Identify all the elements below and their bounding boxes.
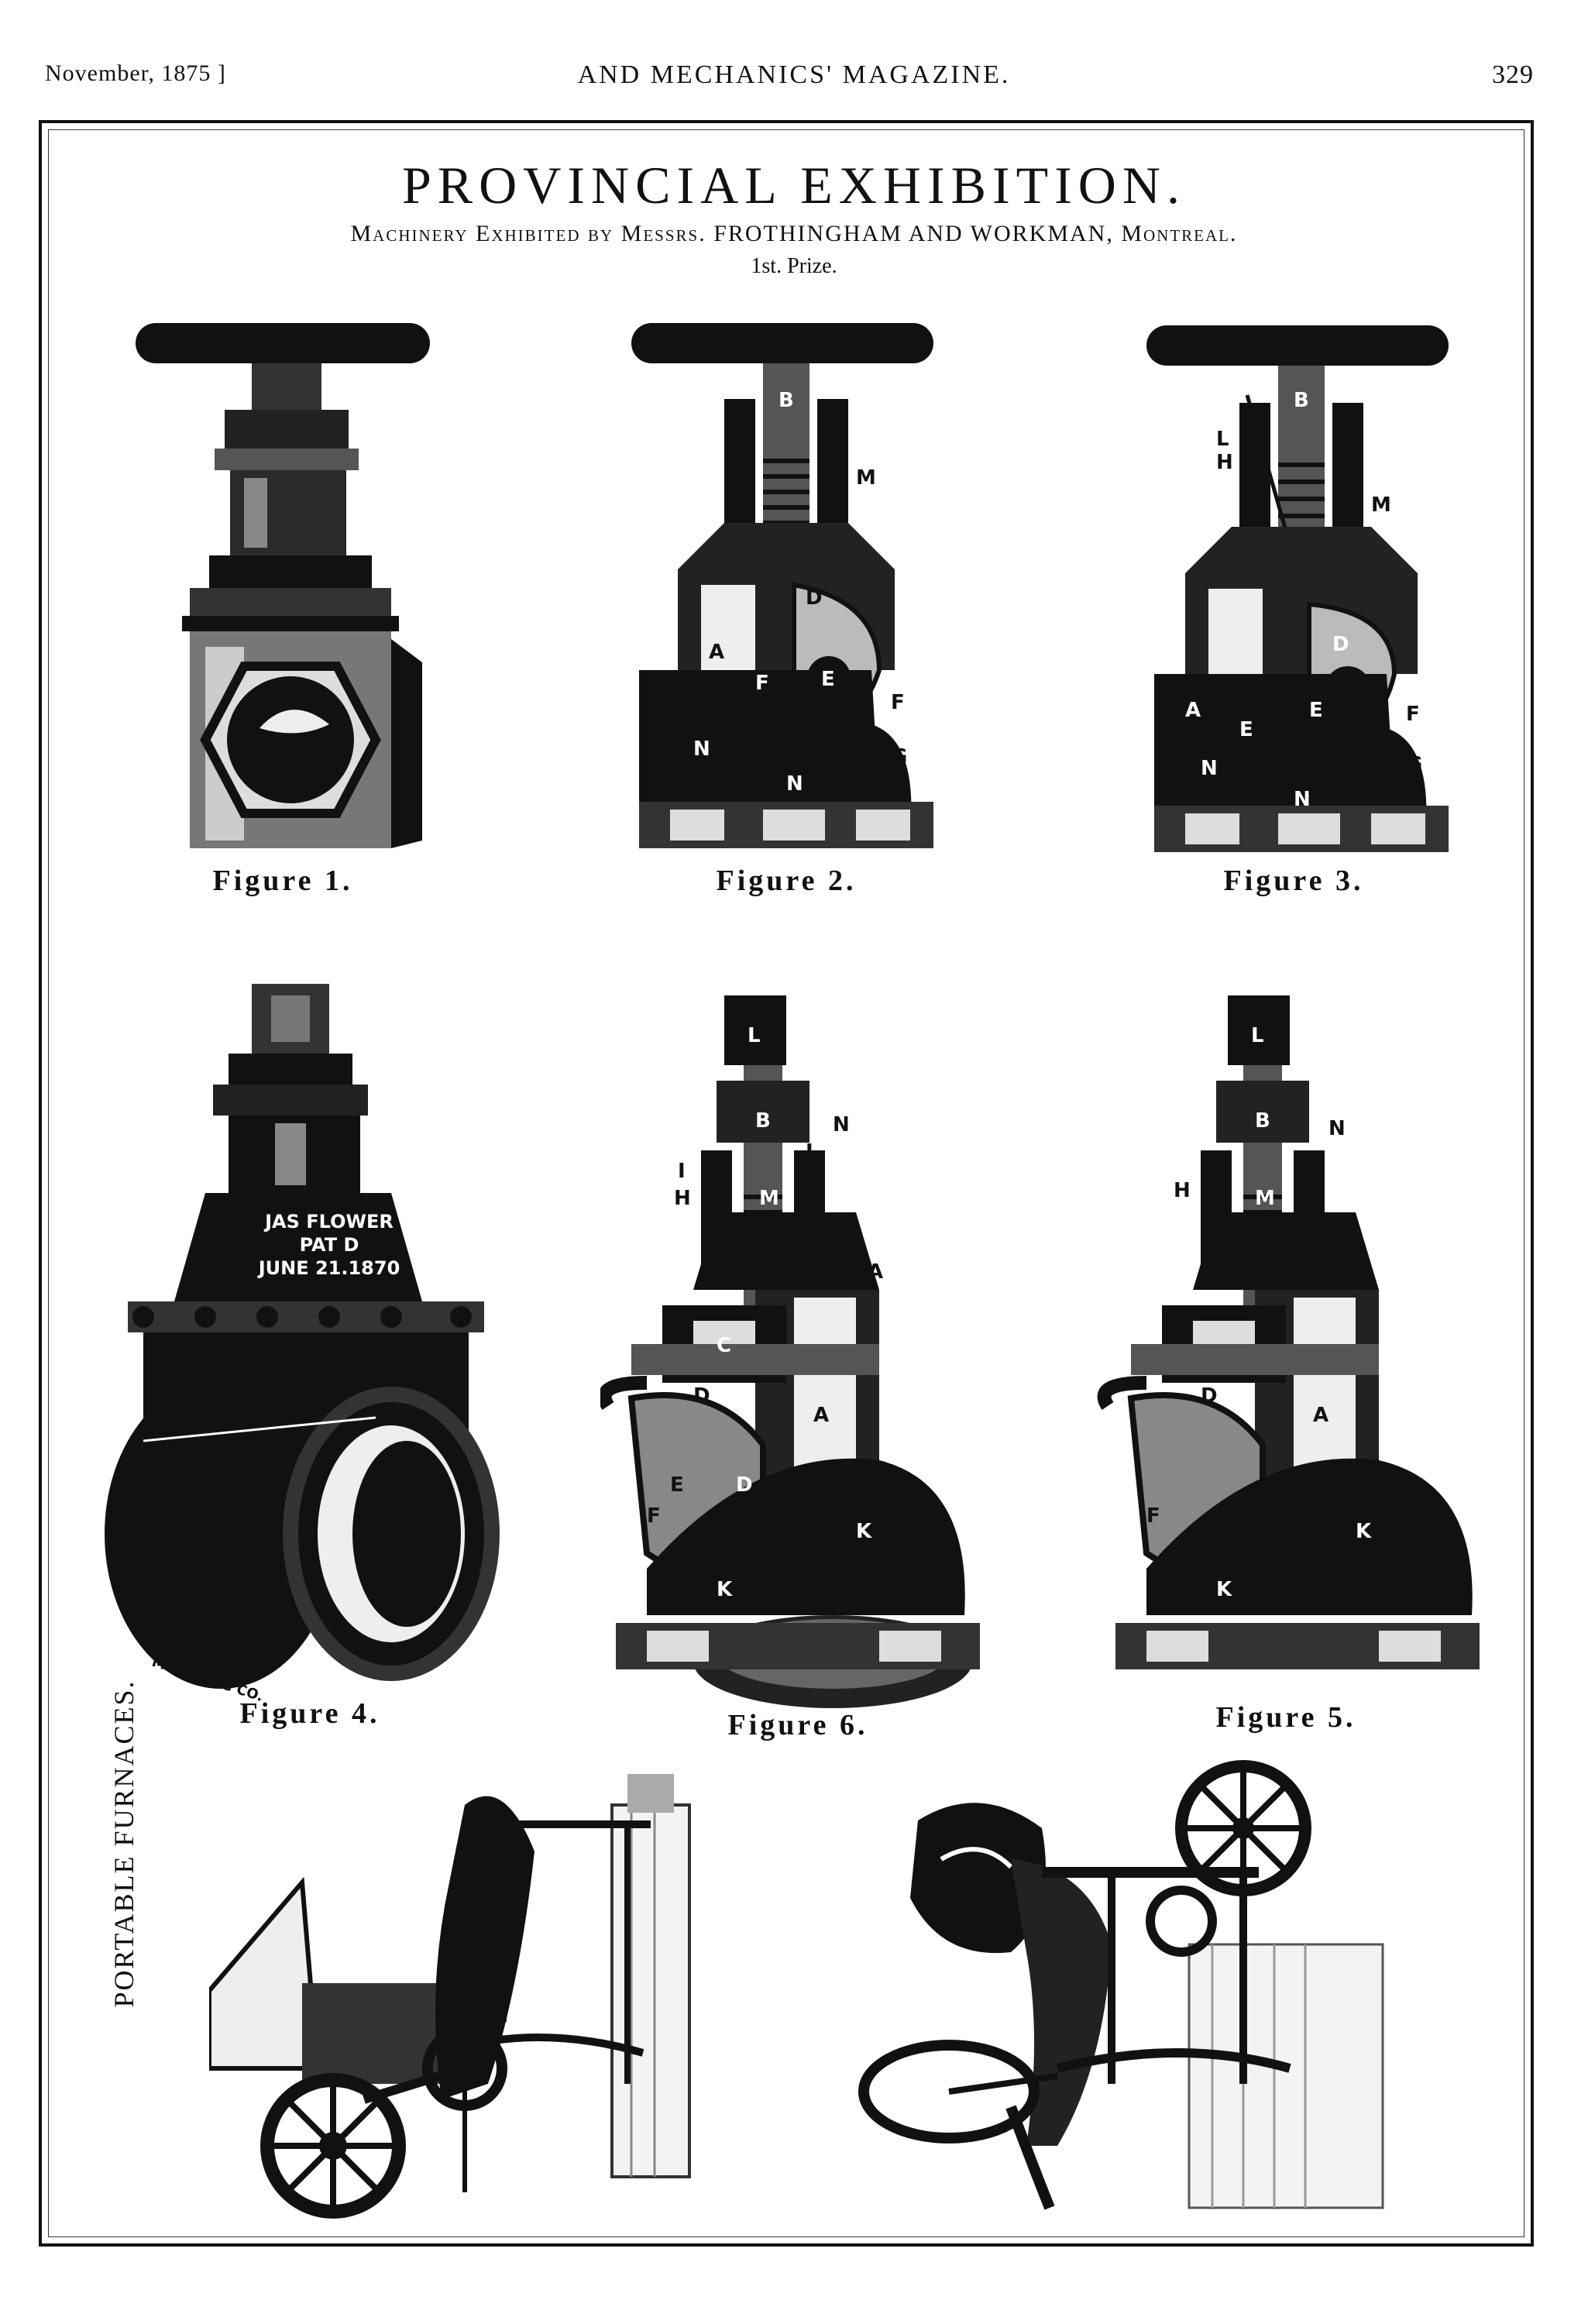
portable-furnaces-label: PORTABLE FURNACES.	[108, 1679, 139, 2008]
plate-title: PROVINCIAL EXHIBITION.	[401, 156, 1187, 215]
fig6-letter-h: H	[674, 1187, 691, 1210]
prize-line: 1st. Prize.	[751, 254, 837, 278]
fig2-letter-f: F	[755, 672, 769, 695]
figure-5-illustration: L N B H M A D A F K K	[1092, 980, 1495, 1693]
fig5-letter-h: H	[1174, 1179, 1191, 1202]
fig2-letter-f2: F	[891, 691, 905, 714]
figure-2-illustration: B I H M D A F E F N G N	[624, 306, 949, 864]
fig6-letter-d: D	[693, 1384, 710, 1408]
fig6-letter-n: N	[833, 1113, 850, 1136]
portable-furnace-right-illustration	[856, 1743, 1414, 2223]
fig6-letter-m: M	[759, 1187, 779, 1210]
fig3-letter-n: N	[1201, 757, 1218, 780]
fig5-letter-a2: A	[1313, 1404, 1328, 1427]
plate-frame-inner	[48, 129, 1524, 2237]
fig5-letter-d: D	[1201, 1384, 1218, 1408]
figure-3-caption: Figure 3.	[1223, 865, 1364, 897]
fig3-letter-d: D	[1332, 633, 1349, 656]
fig3-letter-e: E	[1239, 718, 1253, 741]
fig3-letter-f: F	[1406, 703, 1420, 726]
fig2-letter-b: B	[779, 389, 794, 412]
fig2-letter-i: I	[740, 424, 748, 447]
fig2-letter-n2: N	[786, 772, 803, 796]
figure-5-caption: Figure 5.	[1215, 1701, 1356, 1734]
fig5-letter-a: A	[1356, 1260, 1371, 1284]
fig6-letter-f: F	[647, 1504, 661, 1528]
fig3-letter-m: M	[1371, 493, 1391, 517]
fig6-letter-k2: K	[717, 1578, 733, 1601]
fig3-letter-e2: E	[1309, 699, 1323, 722]
plate-frame	[39, 120, 1534, 2247]
fig2-letter-g: G	[891, 745, 907, 768]
fig6-letter-a2: A	[813, 1404, 829, 1427]
fig3-letter-g: G	[1406, 753, 1422, 776]
figure-1-illustration	[128, 306, 453, 864]
fig6-letter-k: K	[856, 1520, 872, 1543]
fig6-letter-i: I	[678, 1160, 686, 1183]
figure-4-inscription-line-2: PAT D	[300, 1234, 359, 1256]
fig2-letter-d: D	[806, 586, 823, 610]
fig2-letter-m: M	[856, 466, 876, 490]
plate-subtitle: Machinery Exhibited by Messrs. FROTHINGH…	[350, 221, 1238, 246]
fig6-letter-j: J	[804, 1140, 813, 1164]
fig5-letter-m: M	[1255, 1187, 1275, 1210]
fig6-letter-l: L	[748, 1024, 761, 1047]
figure-2-caption: Figure 2.	[716, 865, 857, 897]
fig6-letter-c: C	[717, 1334, 731, 1357]
running-head-date: November, 1875 ]	[45, 60, 226, 86]
fig3-letter-l: L	[1216, 428, 1229, 451]
fig6-letter-e: E	[670, 1473, 684, 1497]
figure-4-illustration: JAS FLOWER PAT D JUNE 21.1870 MACH ENG C…	[97, 976, 515, 1720]
figure-4-inscription-line-3: JUNE 21.1870	[257, 1257, 400, 1279]
portable-furnace-left-illustration	[209, 1758, 751, 2223]
fig6-letter-f2: F	[798, 1489, 812, 1512]
fig5-letter-l: L	[1251, 1024, 1264, 1047]
fig3-letter-a: A	[1185, 699, 1201, 722]
fig2-letter-a: A	[709, 641, 724, 664]
figure-1-caption: Figure 1.	[212, 865, 353, 897]
fig5-letter-f: F	[1146, 1504, 1160, 1528]
fig5-letter-n: N	[1328, 1117, 1346, 1140]
page-number: 329	[1492, 60, 1534, 89]
figure-6-illustration: L N B J I H M A C D A E F D F K K	[600, 980, 1003, 1724]
fig3-letter-b: B	[1294, 389, 1309, 412]
fig2-letter-h: H	[732, 447, 749, 470]
running-head-title: AND MECHANICS' MAGAZINE.	[577, 60, 1011, 89]
fig5-letter-k: K	[1356, 1520, 1372, 1543]
fig3-letter-h: H	[1216, 451, 1233, 474]
fig2-letter-e: E	[821, 668, 835, 691]
fig6-letter-b: B	[755, 1109, 771, 1133]
figure-4-inscription-line-1: JAS FLOWER	[263, 1211, 394, 1232]
fig6-letter-d2: D	[736, 1473, 753, 1497]
figure-4-caption: Figure 4.	[239, 1697, 380, 1730]
fig6-letter-a: A	[868, 1260, 883, 1284]
figure-3-illustration: B L H M D A E E F N G N	[1139, 310, 1464, 868]
fig2-letter-n: N	[693, 737, 710, 761]
figure-6-caption: Figure 6.	[727, 1709, 868, 1741]
fig5-letter-k2: K	[1216, 1578, 1232, 1601]
fig5-letter-b: B	[1255, 1109, 1270, 1133]
fig3-letter-n2: N	[1294, 788, 1311, 811]
